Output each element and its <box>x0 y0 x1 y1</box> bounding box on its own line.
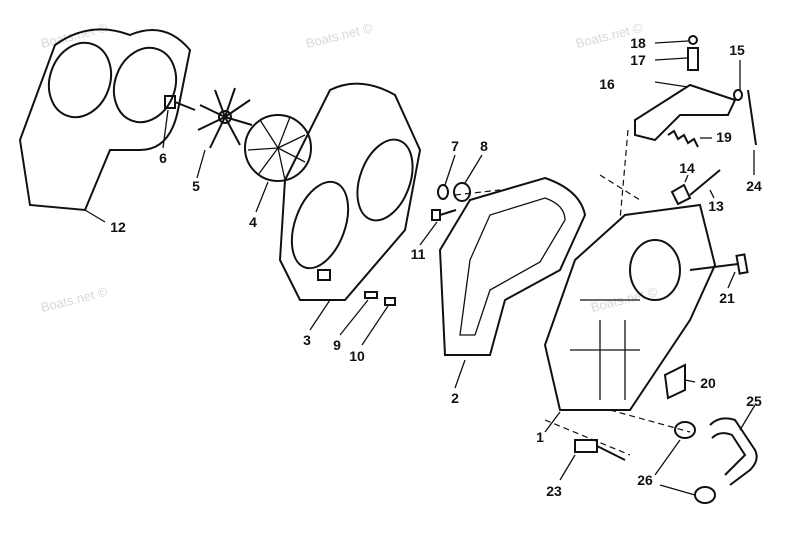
part-14-fitting <box>670 174 692 206</box>
callout-26: 26 <box>637 472 653 488</box>
part-7-washer <box>437 154 456 200</box>
part-11-screw <box>419 209 457 246</box>
callout-21: 21 <box>719 290 735 306</box>
callout-20: 20 <box>700 375 716 391</box>
part-2-gasket <box>438 176 587 389</box>
part-18-cap <box>654 35 698 45</box>
callout-24: 24 <box>746 178 762 194</box>
part-16-lever <box>634 81 737 142</box>
callout-4: 4 <box>249 214 257 230</box>
callout-18: 18 <box>630 35 646 51</box>
callout-16: 16 <box>599 76 615 92</box>
part-19-spring <box>667 129 712 148</box>
callout-17: 17 <box>630 52 646 68</box>
part-5-impeller <box>196 87 253 179</box>
part-26-clamps <box>654 421 716 504</box>
part-8-nut <box>453 154 483 202</box>
part-6-screw <box>162 95 196 149</box>
callout-3: 3 <box>303 332 311 348</box>
part-17-bushing <box>654 47 699 71</box>
part-4-plate <box>244 114 312 213</box>
callout-15: 15 <box>729 42 745 58</box>
callout-19: 19 <box>716 129 732 145</box>
callout-8: 8 <box>480 138 488 154</box>
part-24-link <box>747 89 757 175</box>
part-25-hose <box>709 404 758 486</box>
callout-10: 10 <box>349 348 365 364</box>
part-21-screw <box>689 253 749 289</box>
callout-5: 5 <box>192 178 200 194</box>
callout-14: 14 <box>679 160 695 176</box>
alignment-lines <box>454 129 691 456</box>
callout-12: 12 <box>110 219 126 235</box>
callout-13: 13 <box>708 198 724 214</box>
part-3-housing-plate <box>278 82 422 331</box>
part-10-screw <box>361 297 396 346</box>
callout-11: 11 <box>410 246 426 262</box>
callout-23: 23 <box>546 483 562 499</box>
part-20-bracket <box>663 363 696 400</box>
part-9-pin <box>339 291 378 336</box>
callout-6: 6 <box>159 150 167 166</box>
part-12-gasket <box>18 28 192 223</box>
part-23-bolt <box>559 439 626 481</box>
callout-25: 25 <box>746 393 762 409</box>
callout-9: 9 <box>333 337 341 353</box>
callout-2: 2 <box>451 390 459 406</box>
part-1-housing <box>543 203 717 433</box>
part-15-clip <box>733 60 743 101</box>
callout-7: 7 <box>451 138 459 154</box>
callout-1: 1 <box>536 429 544 445</box>
part-13-rod <box>689 169 721 199</box>
